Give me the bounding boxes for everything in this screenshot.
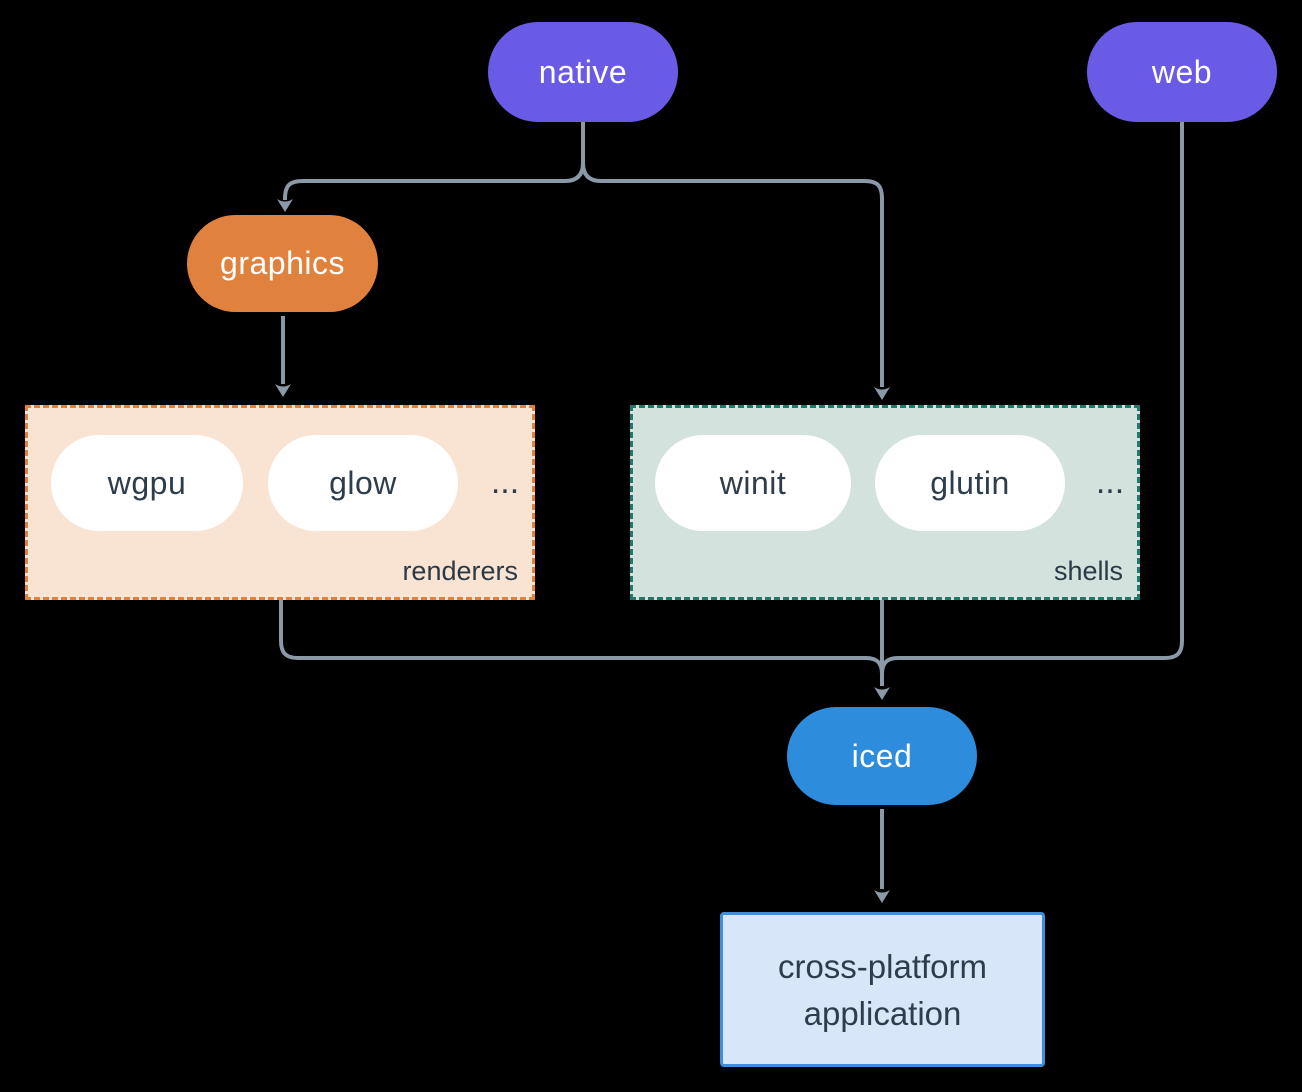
node-winit-label: winit [719,464,787,501]
shells-group-label: shells [1053,556,1123,586]
node-iced: iced [787,707,977,805]
app-label-line1: cross-platform [777,947,988,985]
arrowhead-graphics [277,199,293,212]
node-graphics: graphics [187,215,378,312]
group-shells: winit glutin ... shells [630,405,1140,600]
node-iced-label: iced [851,737,913,774]
arrowhead-app [874,890,890,903]
node-web-label: web [1151,53,1213,90]
renderers-group-label: renderers [402,556,518,586]
arrowhead-renderers [275,384,291,397]
arrowhead-shells [874,387,890,400]
node-glutin-label: glutin [930,464,1010,501]
edge-native-shells [581,162,884,387]
node-graphics-label: graphics [220,245,345,281]
shells-ellipsis: ... [1095,463,1125,501]
node-wgpu: wgpu [51,435,243,531]
arrowhead-iced [874,687,890,700]
node-native-label: native [538,53,628,90]
renderers-ellipsis: ... [490,463,520,501]
node-glow: glow [268,435,458,531]
app-label-line2: application [803,994,962,1032]
edge-native-graphics [283,162,585,201]
group-renderers: wgpu glow ... renderers [25,405,535,600]
node-web: web [1087,22,1277,122]
edge-renderers-iced [279,600,884,686]
node-winit: winit [655,435,851,531]
node-glutin: glutin [875,435,1065,531]
node-cross-platform-application: cross-platform application [720,912,1045,1067]
node-glow-label: glow [329,464,397,501]
node-wgpu-label: wgpu [107,464,187,501]
node-native: native [488,22,678,122]
